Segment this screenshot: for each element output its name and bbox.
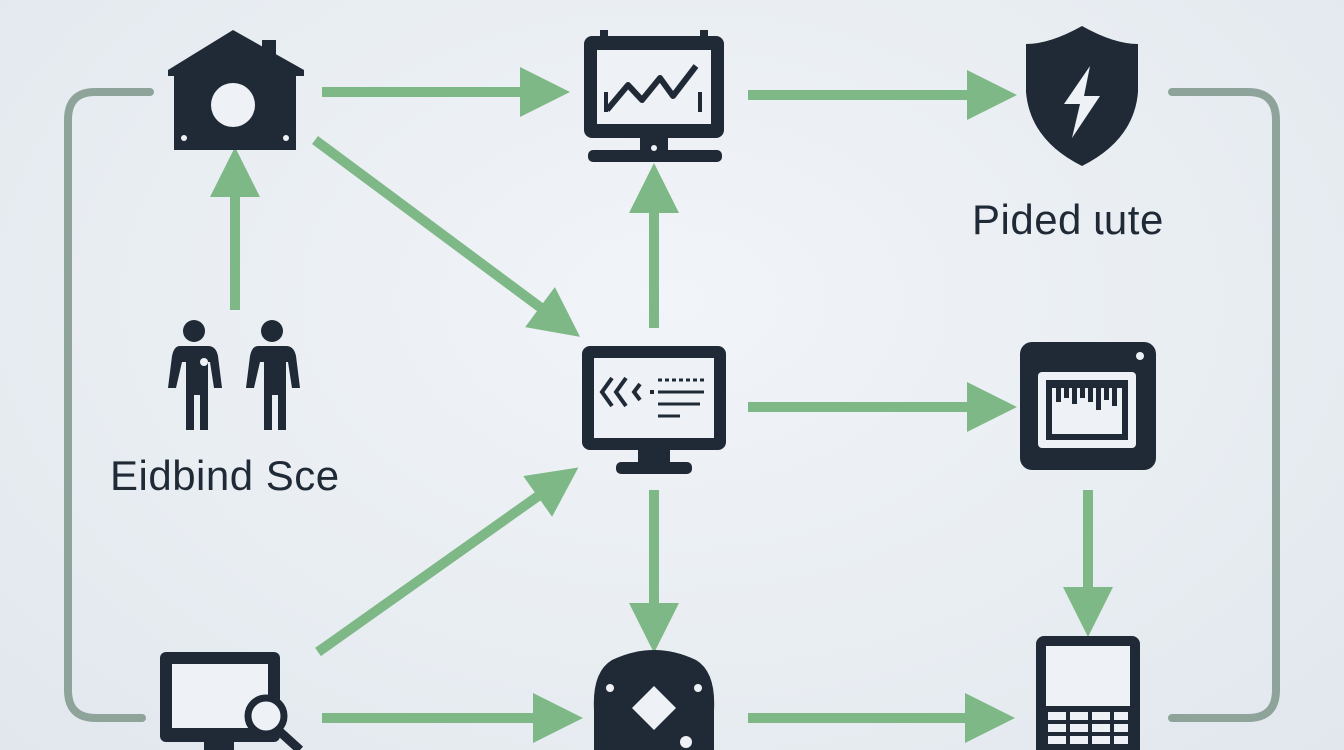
chip-panel-icon (1020, 342, 1156, 470)
home-icon (168, 30, 304, 150)
phone-keypad-icon (1036, 636, 1140, 750)
label-shield-node: Pided ɩute (972, 196, 1164, 243)
shield-lightning-icon (1026, 26, 1138, 166)
arrow-home-to-code (312, 135, 581, 337)
robot-diamond-icon (593, 650, 715, 750)
arrow-search-to-code (315, 467, 579, 657)
people-icon (168, 320, 300, 430)
label-people-node: Eidbind Sce (110, 452, 340, 499)
right-loop-line (1168, 88, 1280, 722)
left-loop-line (64, 88, 154, 722)
chart-monitor-icon (584, 30, 724, 162)
code-monitor-icon (582, 346, 726, 474)
search-monitor-icon (160, 652, 304, 750)
